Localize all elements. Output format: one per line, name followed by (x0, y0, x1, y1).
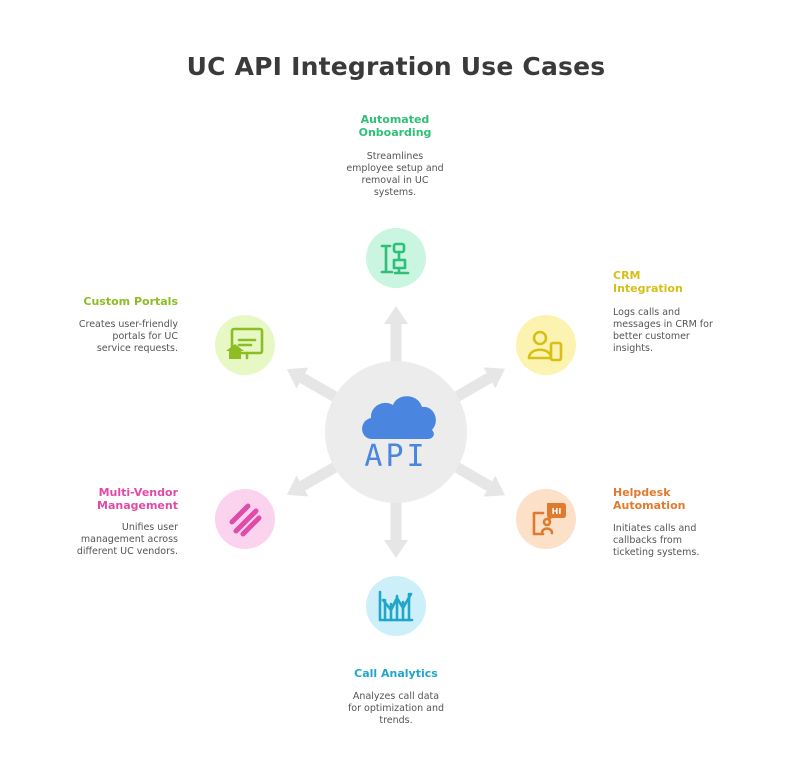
label-helpdesk-automation: Helpdesk Automation (613, 486, 763, 512)
desc-line: employee setup and (346, 163, 444, 174)
hub: API (325, 361, 467, 503)
desc-helpdesk-automation: Initiates calls and callbacks from ticke… (613, 523, 763, 559)
cloud-icon (362, 396, 436, 439)
desc-line: Logs calls and (613, 307, 681, 318)
desc-line: management across (80, 534, 178, 545)
desc-line: trends. (379, 715, 413, 726)
desc-call-analytics: Analyzes call data for optimization and … (316, 691, 476, 727)
nodes-layer: HI (215, 228, 576, 636)
hub-label: API (364, 439, 427, 474)
desc-line: portals for UC (112, 331, 178, 342)
desc-custom-portals: Creates user-friendly portals for UC ser… (28, 319, 178, 355)
label-line: Custom Portals (83, 295, 178, 308)
label-multi-vendor-management: Multi-Vendor Management (28, 486, 178, 512)
desc-line: service requests. (96, 343, 178, 354)
arrow-head (384, 306, 408, 324)
desc-line: ticketing systems. (613, 547, 700, 558)
desc-line: Creates user-friendly (78, 319, 178, 330)
desc-line: Initiates calls and (613, 523, 697, 534)
label-line: Automation (613, 499, 686, 512)
arrow-head (286, 367, 309, 389)
desc-line: Streamlines (366, 151, 424, 162)
label-line: Onboarding (358, 126, 432, 139)
node-helpdesk-automation: HI (516, 489, 576, 549)
label-crm-integration: CRM Integration (613, 269, 763, 295)
cloud-shape (362, 396, 436, 439)
onboarding-flow-icon (380, 242, 410, 275)
label-line: Automated (360, 113, 430, 126)
desc-line: Unifies user (121, 522, 178, 533)
label-line: Integration (613, 282, 683, 295)
desc-line: messages in CRM for (613, 319, 713, 330)
desc-line: callbacks from (613, 535, 682, 546)
node-automated-onboarding (366, 228, 426, 288)
label-line: CRM (613, 269, 641, 282)
desc-line: for optimization and (347, 703, 445, 714)
stripes-icon (229, 503, 262, 537)
page-title: UC API Integration Use Cases (186, 52, 606, 81)
label-line: Multi-Vendor (98, 486, 178, 499)
desc-line: insights. (613, 343, 653, 354)
desc-automated-onboarding: Streamlines employee setup and removal i… (330, 151, 460, 199)
node-crm-integration (516, 315, 576, 375)
desc-multi-vendor-management: Unifies user management across different… (28, 522, 178, 558)
label-line: Management (97, 499, 178, 512)
arrow-head (483, 475, 505, 497)
label-call-analytics: Call Analytics (316, 667, 476, 680)
portal-screen-icon (226, 327, 264, 360)
label-automated-onboarding: Automated Onboarding (330, 113, 460, 139)
chat-bubble-text: HI (552, 507, 562, 516)
node-circle (516, 315, 576, 375)
label-line: Helpdesk (613, 486, 671, 499)
node-call-analytics (366, 576, 426, 636)
support-chat-icon: HI (532, 503, 566, 536)
node-circle (366, 228, 426, 288)
label-line: Call Analytics (354, 667, 438, 680)
desc-line: different UC vendors. (76, 546, 178, 557)
arrow-head (483, 367, 505, 389)
desc-line: Analyzes call data (352, 691, 440, 702)
desc-crm-integration: Logs calls and messages in CRM for bette… (613, 307, 763, 355)
desc-line: removal in UC (361, 175, 429, 186)
arrow-head (384, 540, 408, 558)
node-multi-vendor-management (215, 489, 275, 549)
label-custom-portals: Custom Portals (28, 295, 178, 308)
desc-line: systems. (373, 187, 417, 198)
user-phone-icon (527, 330, 563, 362)
arrow-head (286, 475, 309, 497)
node-custom-portals (215, 315, 275, 375)
desc-line: better customer (613, 331, 690, 342)
analytics-chart-icon (378, 590, 414, 622)
